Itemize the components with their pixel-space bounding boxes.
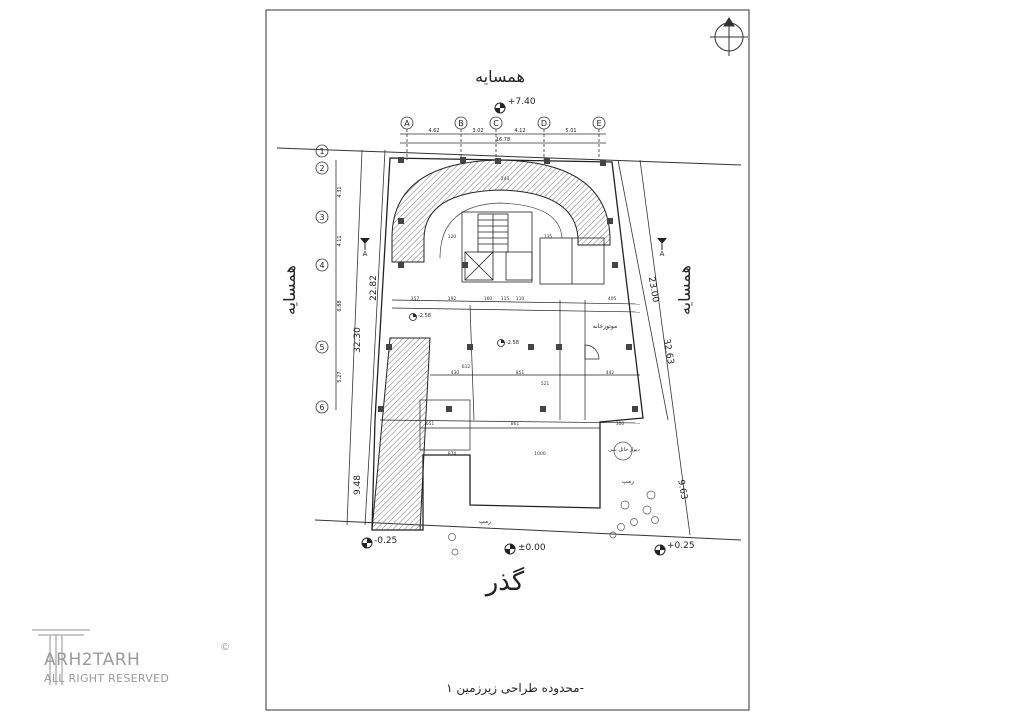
row-span-3: 6.88: [337, 300, 343, 311]
section-mark-left-label: A: [363, 250, 368, 258]
col-span-2: 3.02: [472, 128, 483, 134]
inner-dim: 1000: [534, 451, 546, 457]
row-span-1: 4.31: [337, 186, 343, 197]
col-total: 16.78: [496, 137, 510, 143]
grid-row-6: 6: [319, 403, 324, 412]
level-marker-top: [494, 102, 506, 114]
inner-dim: 115: [501, 296, 510, 302]
neighbor-label-right: همسایه: [675, 265, 694, 315]
level-marker-inner-left: [409, 313, 417, 321]
curved-ramp-inner: [439, 202, 563, 259]
inner-dim: 430: [451, 370, 460, 376]
inner-dim: 521: [541, 381, 550, 387]
neighbor-label-left: همسایه: [280, 265, 299, 315]
interior-walls: [379, 299, 641, 451]
section-mark-left: [360, 238, 370, 250]
inner-dim: 874: [448, 451, 457, 457]
grid-row-4: 4: [319, 261, 324, 270]
inner-dim: 110: [516, 296, 525, 302]
inner-dim: 192: [448, 296, 457, 302]
level-inner-left: -2.58: [418, 313, 431, 319]
overall-dimensions: [346, 149, 691, 536]
logo-watermark: [32, 629, 90, 685]
grid-col-a: A: [404, 119, 410, 128]
wall-label: دیوار حائل بتنی: [608, 447, 640, 453]
level-inner-center: -2.58: [506, 340, 519, 346]
grid-col-d: D: [541, 119, 547, 128]
inner-dim: 160: [484, 296, 493, 302]
section-mark-right-label: A: [660, 250, 665, 258]
row-span-4: 5.27: [337, 371, 343, 382]
straight-ramp: [371, 337, 431, 531]
level-top: +7.40: [508, 97, 536, 107]
section-mark-right: [657, 238, 667, 250]
watermark-title: ARH2TARH: [44, 650, 141, 670]
sheet-frame: [265, 9, 750, 711]
inner-dim: 135: [544, 234, 553, 240]
curved-ramp: [391, 159, 611, 263]
dim-right-total: 32.63: [661, 338, 675, 365]
inner-dim: 300: [616, 421, 625, 427]
inner-dim: 442: [606, 370, 615, 376]
inner-dimension-texts: 243 120 135 357 192 160 115 110 405 430 …: [411, 176, 625, 457]
grid-row-1: 1: [319, 147, 324, 156]
stair-core: [461, 211, 605, 285]
level-front-center: ±0.00: [518, 543, 546, 553]
grid-row-2: 2: [319, 164, 324, 173]
ramp-label-2: رمپ: [622, 478, 634, 485]
grid-col-b: B: [458, 119, 464, 128]
inner-dim: 651: [426, 421, 435, 427]
street-label: گذر: [484, 566, 525, 597]
landscape-circles: [448, 441, 659, 556]
inner-dim: 120: [448, 234, 457, 240]
grid-col-e: E: [596, 119, 601, 128]
copyright-icon: ©: [220, 642, 230, 653]
dim-right-lower: 9.63: [675, 479, 688, 500]
neighbor-label-top: همسایه: [475, 67, 525, 86]
inner-dim: 357: [411, 296, 420, 302]
inner-dim: 612: [462, 364, 471, 370]
watermark-subtitle: ALL RIGHT RESERVED: [44, 672, 170, 685]
inner-dim: 243: [501, 176, 510, 182]
north-arrow-icon: [710, 17, 748, 56]
inner-dim: 851: [516, 370, 525, 376]
motor-room-label: موتورخانه: [593, 323, 617, 330]
grid-row-3: 3: [319, 213, 324, 222]
dim-right-upper: 23.00: [646, 276, 660, 303]
level-marker-front-right: [654, 544, 666, 556]
level-front-right: +0.25: [667, 541, 695, 551]
sheet-caption: محدوده طراحی زیرزمین ۱-: [446, 681, 584, 696]
level-marker-inner-center: [497, 339, 505, 347]
dim-left-total: 32.30: [353, 327, 363, 353]
level-front-left: -0.25: [374, 536, 397, 546]
structural-columns: [378, 157, 638, 412]
grid-row-5: 5: [319, 343, 324, 352]
grid-columns: [400, 116, 606, 160]
ramp-label: رمپ: [479, 518, 491, 525]
row-span-2: 4.11: [337, 235, 343, 246]
dim-left-lower: 9.48: [353, 475, 363, 495]
level-marker-front-left: [361, 537, 373, 549]
inner-dim: 861: [511, 421, 520, 427]
inner-dim: 405: [608, 296, 617, 302]
col-span-4: 5.01: [565, 128, 576, 134]
grid-col-c: C: [493, 119, 499, 128]
col-span-3: 4.12: [514, 128, 525, 134]
dim-left-upper: 22.82: [369, 275, 379, 301]
grid-rows: [315, 144, 337, 414]
level-marker-front-center: [504, 543, 516, 555]
col-span-1: 4.62: [428, 128, 439, 134]
